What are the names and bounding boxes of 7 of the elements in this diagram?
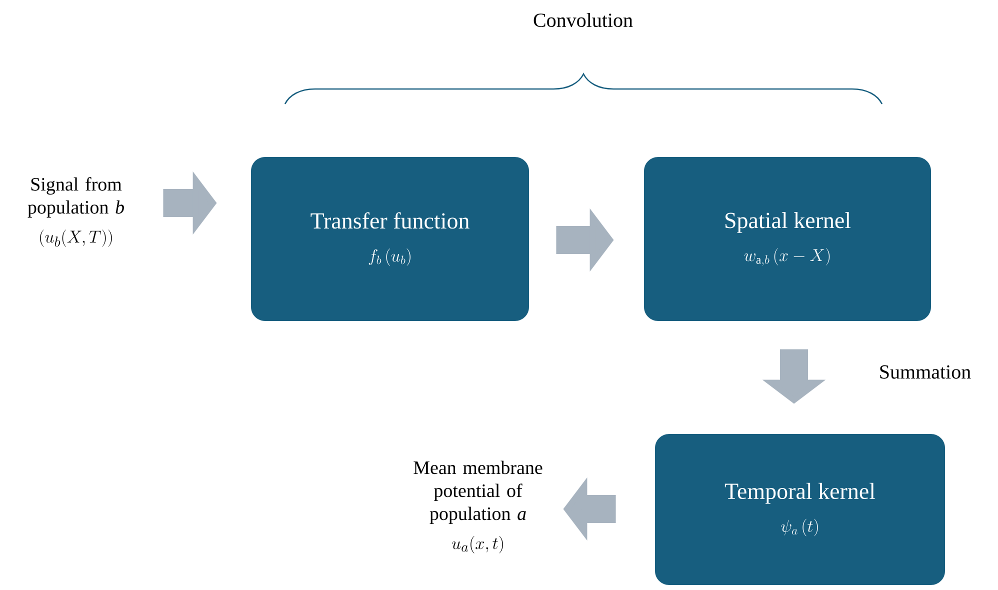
process-box: Transfer function $f_b\,(u_b)$ <box>251 157 529 321</box>
brace-label: Convolution <box>534 12 633 28</box>
process-box: Temporal kernel $\psi_a\,(t)$ <box>655 434 945 585</box>
edge-label: Summation <box>876 363 974 381</box>
signal-text: Signal from population b $(u_b(X,T))$ <box>28 177 124 247</box>
process-box: Spatial kernel $w_{\mathrm{a},b}\,(x - X)$ <box>644 157 931 321</box>
signal-text: Mean membrane potential of population a $u_a(x,t)$ <box>414 460 542 554</box>
